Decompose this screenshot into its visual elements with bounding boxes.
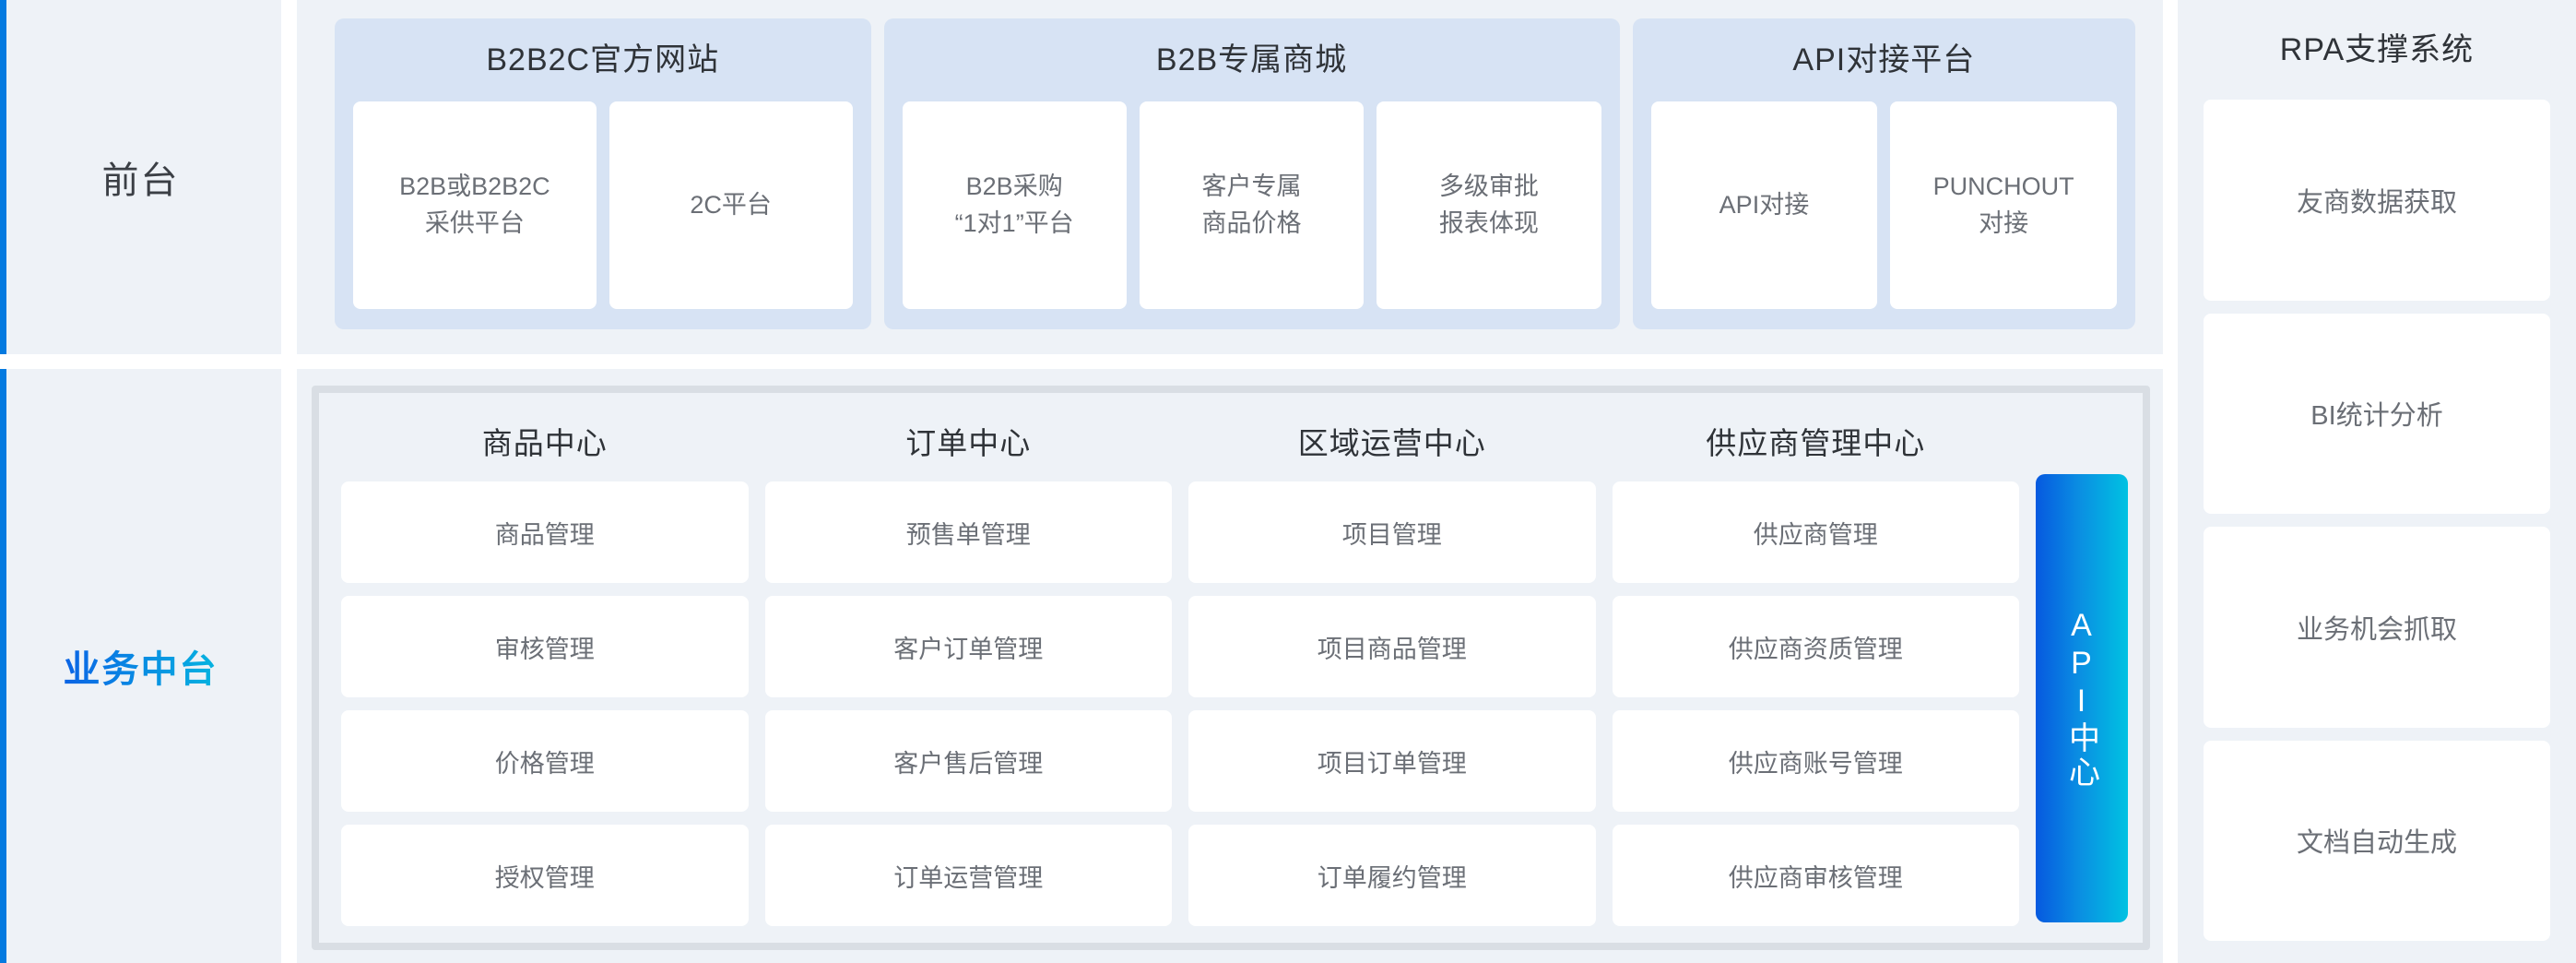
item-project-order-management[interactable]: 项目订单管理 [1188,710,1596,812]
group-card-list: B2B采购“1对1”平台 客户专属商品价格 多级审批报表体现 [902,101,1601,309]
center-title: 区域运营中心 [1297,426,1486,460]
item-supplier-management[interactable]: 供应商管理 [1612,482,2019,583]
item-order-operation-management[interactable]: 订单运营管理 [764,825,1172,926]
item-customer-order-management[interactable]: 客户订单管理 [764,596,1172,697]
item-supplier-qualification-management[interactable]: 供应商资质管理 [1612,596,2019,697]
center-item-list: 预售单管理 客户订单管理 客户售后管理 订单运营管理 [764,482,1172,926]
item-supplier-account-management[interactable]: 供应商账号管理 [1612,710,2019,812]
center-columns: 商品中心 商品管理 审核管理 价格管理 授权管理 订单中心 预售单管理 客户订单… [341,406,2128,926]
group-title: B2B专属商城 [1155,42,1348,77]
rpa-item-automatic-document-generation[interactable]: 文档自动生成 [2204,740,2550,941]
center-title: 商品中心 [481,426,608,460]
card-2c-platform[interactable]: 2C平台 [609,101,853,309]
item-product-management[interactable]: 商品管理 [341,482,749,583]
center-column-supplier-management: 供应商管理中心 供应商管理 供应商资质管理 供应商账号管理 供应商审核管理 [1612,406,2019,926]
rail-business-middle-platform-label: 业务中台 [0,639,281,693]
api-center-block[interactable]: API中心 [2036,474,2128,922]
item-customer-aftersales-management[interactable]: 客户售后管理 [764,710,1172,812]
item-audit-management[interactable]: 审核管理 [341,596,749,697]
center-column-regional-operations: 区域运营中心 项目管理 项目商品管理 项目订单管理 订单履约管理 [1188,406,1596,926]
business-middle-platform-row: 商品中心 商品管理 审核管理 价格管理 授权管理 订单中心 预售单管理 客户订单… [297,369,2163,963]
center-item-list: 供应商管理 供应商资质管理 供应商账号管理 供应商审核管理 [1612,482,2019,926]
item-project-management[interactable]: 项目管理 [1188,482,1596,583]
rpa-item-competitor-data-collection[interactable]: 友商数据获取 [2204,100,2550,301]
card-customer-exclusive-price[interactable]: 客户专属商品价格 [1139,101,1365,309]
center-item-list: 商品管理 审核管理 价格管理 授权管理 [341,482,749,926]
center-column-order: 订单中心 预售单管理 客户订单管理 客户售后管理 订单运营管理 [764,406,1172,926]
item-supplier-audit-management[interactable]: 供应商审核管理 [1612,825,2019,926]
rail-front-office-label: 前台 [101,160,180,201]
item-presale-order-management[interactable]: 预售单管理 [764,482,1172,583]
business-middle-platform-frame: 商品中心 商品管理 审核管理 价格管理 授权管理 订单中心 预售单管理 客户订单… [312,386,2150,950]
api-center-label: API中心 [2063,607,2099,790]
rpa-item-list: 友商数据获取 BI统计分析 业务机会抓取 文档自动生成 [2204,100,2550,941]
item-authorization-management[interactable]: 授权管理 [341,825,749,926]
rail-front-office: 前台 [0,0,281,354]
card-multilevel-approval-report[interactable]: 多级审批报表体现 [1377,101,1601,309]
group-title: API对接平台 [1792,42,1976,77]
center-item-list: 项目管理 项目商品管理 项目订单管理 订单履约管理 [1188,482,1596,926]
card-b2b-one-to-one-platform[interactable]: B2B采购“1对1”平台 [902,101,1127,309]
rpa-support-system-column: RPA支撑系统 友商数据获取 BI统计分析 业务机会抓取 文档自动生成 [2178,0,2576,963]
rpa-item-business-opportunity-capture[interactable]: 业务机会抓取 [2204,527,2550,728]
center-column-product: 商品中心 商品管理 审核管理 价格管理 授权管理 [341,406,749,926]
item-price-management[interactable]: 价格管理 [341,710,749,812]
center-title: 供应商管理中心 [1706,426,1926,460]
card-api-integration[interactable]: API对接 [1650,101,1878,309]
rail-business-middle-platform: 业务中台 [0,369,281,963]
group-title: B2B2C官方网站 [486,42,720,77]
item-order-fulfillment-management[interactable]: 订单履约管理 [1188,825,1596,926]
item-project-product-management[interactable]: 项目商品管理 [1188,596,1596,697]
group-b2b-exclusive-mall[interactable]: B2B专属商城 B2B采购“1对1”平台 客户专属商品价格 多级审批报表体现 [883,18,1620,329]
rpa-support-system-title: RPA支撑系统 [2279,32,2475,67]
rpa-item-bi-statistical-analysis[interactable]: BI统计分析 [2204,313,2550,514]
center-title: 订单中心 [905,426,1032,460]
